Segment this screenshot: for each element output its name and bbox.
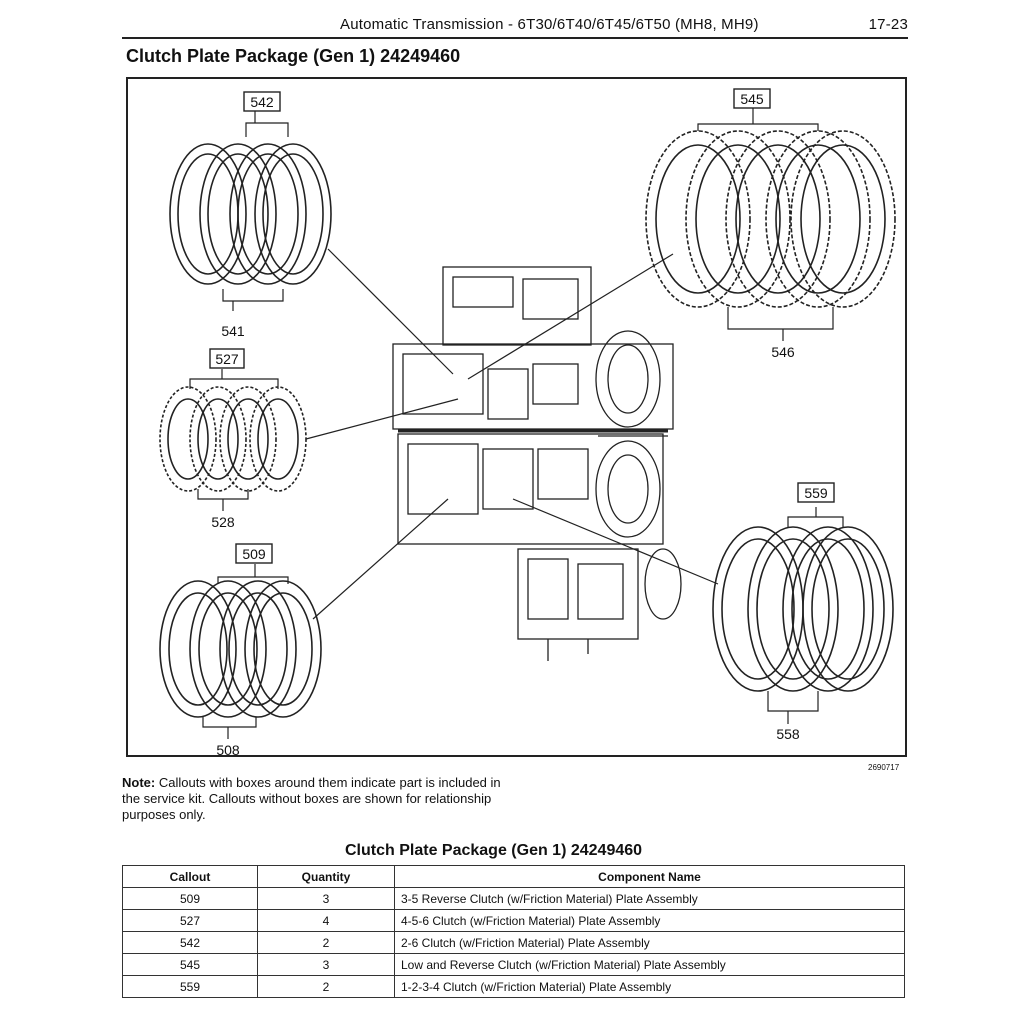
cell-component-name: Low and Reverse Clutch (w/Friction Mater… bbox=[394, 953, 905, 976]
table-title: Clutch Plate Package (Gen 1) 24249460 bbox=[345, 842, 643, 859]
exploded-diagram: 542 541 527 528 509 508 545 546 559 558 bbox=[126, 77, 907, 757]
header-rule bbox=[122, 37, 908, 39]
page-number: 17-23 bbox=[868, 16, 908, 33]
header-quantity: Quantity bbox=[257, 865, 395, 888]
note-label: Note: bbox=[122, 775, 156, 790]
callout-528: 528 bbox=[211, 514, 235, 530]
figure-id: 2690717 bbox=[868, 763, 900, 772]
cell-quantity: 4 bbox=[257, 909, 395, 932]
table-row: 527 4 4-5-6 Clutch (w/Friction Material)… bbox=[122, 909, 905, 932]
cell-callout: 527 bbox=[122, 909, 258, 932]
cell-quantity: 3 bbox=[257, 953, 395, 976]
cell-component-name: 4-5-6 Clutch (w/Friction Material) Plate… bbox=[394, 909, 905, 932]
callout-545: 545 bbox=[740, 91, 764, 107]
cell-callout: 545 bbox=[122, 953, 258, 976]
cell-component-name: 1-2-3-4 Clutch (w/Friction Material) Pla… bbox=[394, 975, 905, 998]
callout-542: 542 bbox=[250, 94, 274, 110]
callout-527: 527 bbox=[215, 351, 239, 367]
cell-quantity: 2 bbox=[257, 931, 395, 954]
callout-509: 509 bbox=[242, 546, 266, 562]
callout-559: 559 bbox=[804, 485, 828, 501]
plate-group-545 bbox=[645, 130, 896, 308]
note: Note: Callouts with boxes around them in… bbox=[122, 775, 512, 823]
cell-callout: 559 bbox=[122, 975, 258, 998]
brackets bbox=[189, 106, 844, 739]
note-text: Callouts with boxes around them indicate… bbox=[122, 775, 501, 822]
callout-508: 508 bbox=[216, 742, 240, 755]
cell-callout: 542 bbox=[122, 931, 258, 954]
plate-group-527 bbox=[159, 386, 307, 492]
callout-boxes bbox=[209, 88, 835, 564]
running-header: Automatic Transmission - 6T30/6T40/6T45/… bbox=[340, 16, 908, 33]
clutch-diagram-svg: 542 541 527 528 509 508 545 546 559 558 bbox=[159, 88, 896, 755]
table-row: 559 2 1-2-3-4 Clutch (w/Friction Materia… bbox=[122, 975, 905, 998]
cell-quantity: 2 bbox=[257, 975, 395, 998]
leader-lines bbox=[305, 248, 719, 620]
callout-546: 546 bbox=[771, 344, 795, 360]
parts-table: Callout Quantity Component Name 509 3 3-… bbox=[122, 865, 905, 998]
header-callout: Callout bbox=[122, 865, 258, 888]
section-title: Clutch Plate Package (Gen 1) 24249460 bbox=[126, 46, 461, 66]
plate-group-542 bbox=[169, 143, 332, 285]
cell-component-name: 2-6 Clutch (w/Friction Material) Plate A… bbox=[394, 931, 905, 954]
callout-558: 558 bbox=[776, 726, 800, 742]
plate-group-509 bbox=[159, 580, 322, 718]
callout-541: 541 bbox=[221, 323, 245, 339]
table-row: 542 2 2-6 Clutch (w/Friction Material) P… bbox=[122, 931, 905, 954]
table-row: 545 3 Low and Reverse Clutch (w/Friction… bbox=[122, 953, 905, 976]
cell-quantity: 3 bbox=[257, 887, 395, 910]
header-component-name: Component Name bbox=[394, 865, 905, 888]
cell-callout: 509 bbox=[122, 887, 258, 910]
transmission-cross-section bbox=[392, 266, 682, 661]
table-row: 509 3 3-5 Reverse Clutch (w/Friction Mat… bbox=[122, 887, 905, 910]
table-header-row: Callout Quantity Component Name bbox=[122, 865, 905, 888]
plate-group-559 bbox=[712, 526, 894, 692]
running-title: Automatic Transmission - 6T30/6T40/6T45/… bbox=[340, 16, 759, 33]
cell-component-name: 3-5 Reverse Clutch (w/Friction Material)… bbox=[394, 887, 905, 910]
